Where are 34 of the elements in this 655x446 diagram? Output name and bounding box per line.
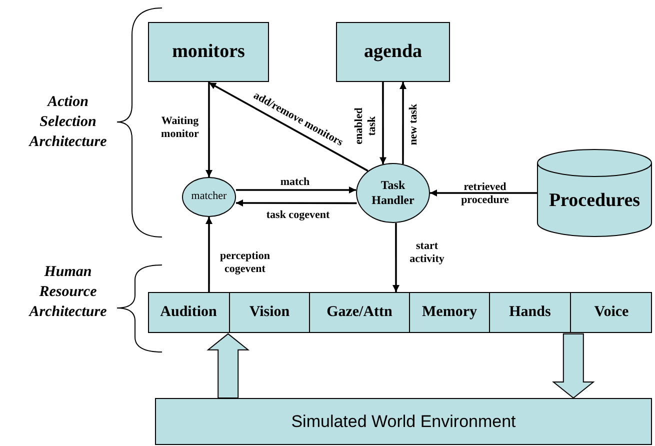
module-cell: Memory — [409, 292, 489, 333]
arrow — [392, 223, 400, 292]
edge-label: task cogevent — [265, 209, 331, 222]
edge-label: new task — [408, 102, 420, 148]
module-bar — [148, 292, 652, 333]
arrow — [206, 82, 212, 177]
process-box: agenda — [336, 22, 450, 82]
block-arrow — [206, 333, 250, 398]
environment-box: Simulated World Environment — [155, 398, 652, 445]
edge-label: retrieved procedure — [460, 181, 510, 207]
process-ellipse: Task Handler — [356, 163, 430, 223]
module-cell: Hands — [489, 292, 570, 333]
arrow — [206, 217, 212, 292]
edge-label: perception cogevent — [219, 250, 271, 276]
arrow — [236, 200, 357, 206]
process-ellipse: matcher — [182, 177, 236, 217]
arrow — [380, 82, 386, 164]
section-label: Action Selection Architecture — [28, 93, 108, 152]
process-box: monitors — [148, 22, 269, 82]
module-cell: Audition — [148, 292, 229, 333]
section-label: Human Resource Architecture — [28, 263, 108, 322]
arrow — [236, 186, 356, 194]
edge-label: start activity — [408, 240, 446, 266]
arrow — [430, 190, 537, 196]
module-cell: Voice — [570, 292, 652, 333]
arrow — [400, 82, 407, 164]
node-label: Procedures — [548, 189, 642, 213]
edge-label: match — [279, 176, 311, 189]
edge-label: Waiting monitor — [160, 115, 200, 141]
module-cell: Gaze/Attn — [309, 292, 409, 333]
arrow — [208, 82, 368, 172]
block-arrow — [552, 333, 595, 399]
module-cell: Vision — [229, 292, 309, 333]
edge-label: enabled task — [353, 106, 379, 146]
